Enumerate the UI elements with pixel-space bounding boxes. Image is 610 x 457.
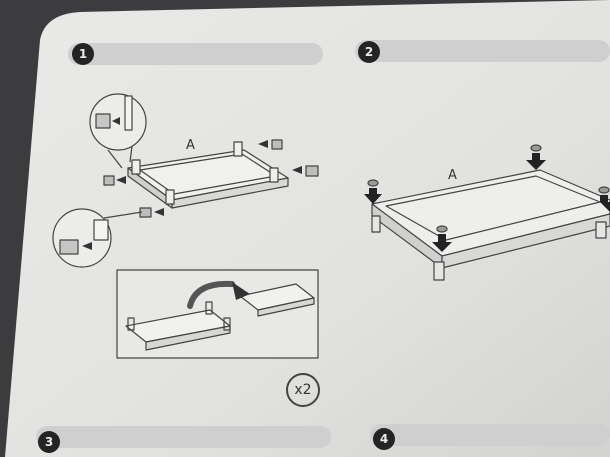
step-1-multiplier-badge: x2 [286, 373, 320, 407]
arrow-down-icon [232, 282, 250, 300]
screw-icon [367, 144, 610, 233]
arrow-right-icon [116, 140, 302, 216]
curved-arrow-icon [187, 280, 235, 309]
step-1-part-label: A [186, 138, 195, 153]
step-2-number: 2 [358, 41, 380, 63]
step-1-header-bar [68, 43, 323, 65]
detail-circle-top [89, 93, 147, 169]
frame-a [127, 141, 289, 209]
step-3-header-bar [36, 426, 331, 448]
step-4-number: 4 [373, 428, 395, 450]
step-2-part-label: A [448, 168, 457, 183]
arrow-down-icon [364, 153, 610, 252]
step-3-number: 3 [38, 431, 60, 453]
connector-icon [103, 139, 319, 218]
stacking-inset [116, 269, 319, 359]
step-2-header-bar [355, 40, 610, 62]
shelf-unit [371, 169, 610, 281]
step-4-header-bar [370, 424, 610, 446]
detail-circle-bottom [52, 208, 143, 268]
step-1-number: 1 [72, 43, 94, 65]
